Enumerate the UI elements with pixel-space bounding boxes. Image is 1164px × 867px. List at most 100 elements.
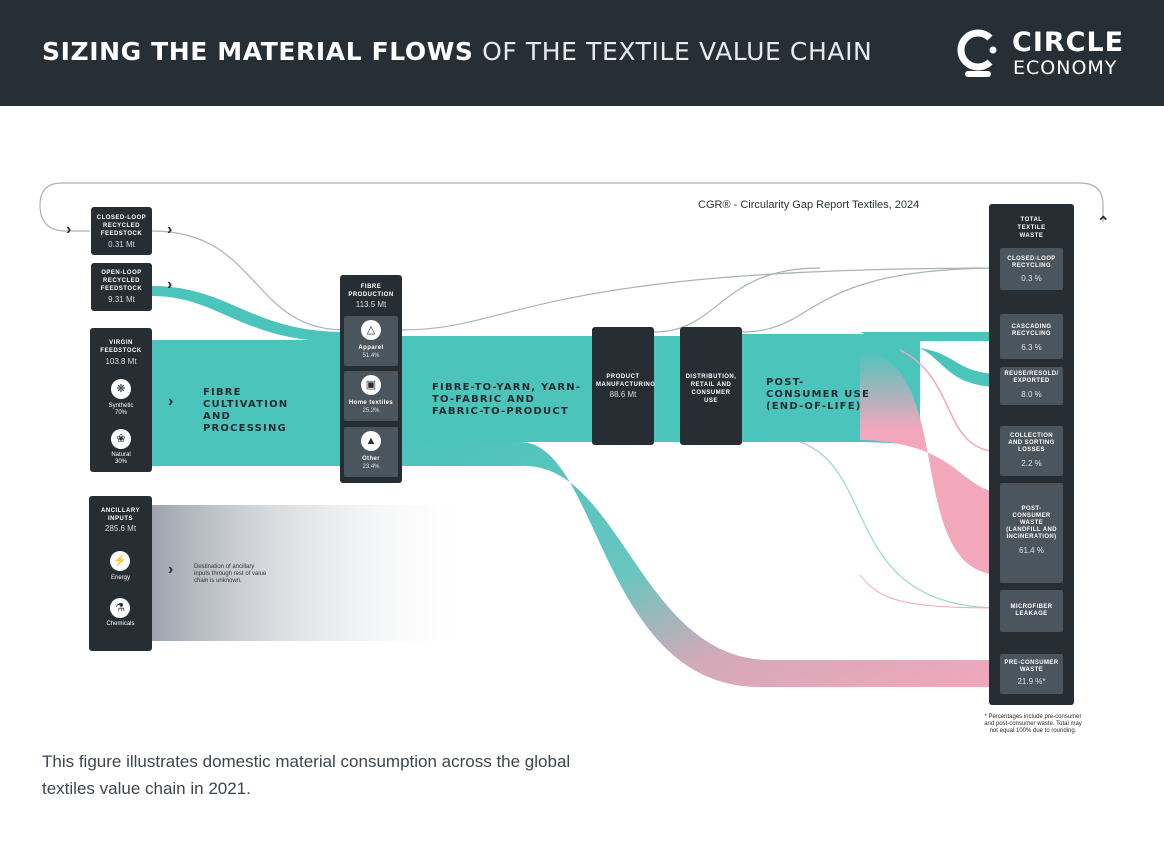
main-flow-3 — [654, 336, 680, 442]
natural-pct: 30% — [114, 459, 127, 465]
waste-pre-consumer-card: Pre-consumer waste 21.9 %* — [1000, 654, 1063, 694]
product-manufacturing-label: Product manufacturing — [596, 374, 656, 388]
energy-icon: ⚡ — [110, 551, 130, 571]
apparel-card: △ Apparel 51.4% — [344, 316, 398, 366]
pre-consumer-flow — [400, 442, 1002, 687]
waste-pre-consumer-label: Pre-consumer waste — [1004, 660, 1059, 673]
stage-post-consumer: Post-consumer use (end-of-life) — [766, 377, 871, 412]
waste-cascading-label: Cascading recycling — [1011, 324, 1052, 337]
waste-closed-loop-pct: 0.3 % — [1021, 274, 1042, 283]
stage-fibre-to-product: Fibre-to-yarn, yarn-to-fabric and fabric… — [432, 382, 582, 417]
main-flow — [152, 340, 345, 466]
synthetic-icon: ❋ — [111, 379, 131, 399]
open-loop-feedstock-value: 9.31 Mt — [108, 295, 135, 304]
ancillary-inputs-value: 285.6 Mt — [104, 524, 137, 533]
fibre-production-label: Fibre production — [348, 284, 394, 298]
recycling-return-3 — [741, 267, 1003, 333]
virgin-feedstock-value: 103.8 Mt — [105, 357, 137, 366]
virgin-feedstock-box: Virgin feedstock 103.8 Mt ❋ Synthetic 70… — [90, 328, 152, 472]
ancillary-flow — [152, 505, 480, 641]
waste-pre-consumer-pct: 21.9 %* — [1017, 677, 1046, 686]
closed-loop-feedstock-box: Closed-loop recycled feedstock 0.31 Mt — [91, 207, 152, 255]
total-textile-waste-label: Total textile waste — [1017, 217, 1046, 239]
distribution-box: Distribution, retail and consumer use — [680, 327, 742, 445]
waste-reuse-label: Reuse/resold/ exported — [1004, 371, 1059, 384]
source-label: CGR® - Circularity Gap Report Textiles, … — [698, 199, 920, 211]
ancillary-arrow-icon: › — [168, 561, 174, 578]
waste-reuse-card: Reuse/resold/ exported 8.0 % — [1000, 367, 1063, 405]
other-card: ▲ Other 23.4% — [344, 427, 398, 477]
ancillary-note: Destination of ancillary inputs through … — [194, 564, 267, 584]
waste-microfiber-label: Microfiber leakage — [1010, 604, 1053, 617]
distribution-label: Distribution, retail and consumer use — [685, 374, 737, 404]
closed-loop-return-line — [39, 182, 1104, 232]
waste-post-consumer-label: Post-consumer waste (landfill and incine… — [1006, 506, 1057, 540]
title-light: OF THE TEXTILE VALUE CHAIN — [473, 37, 873, 66]
open-loop-out-arrow-icon: › — [167, 276, 173, 293]
reuse-flow — [880, 340, 1002, 387]
natural-label: Natural — [111, 452, 131, 458]
header-bar: SIZING THE MATERIAL FLOWS OF THE TEXTILE… — [0, 0, 1164, 106]
waste-collection-pct: 2.2 % — [1021, 459, 1042, 468]
waste-post-consumer-card: Post-consumer waste (landfill and incine… — [1000, 483, 1063, 583]
stage1-arrow-icon: › — [168, 393, 174, 410]
closed-loop-in-arrow-icon: › — [66, 221, 72, 238]
page-title: SIZING THE MATERIAL FLOWS OF THE TEXTILE… — [42, 37, 872, 66]
fibre-production-box: Fibre production 113.5 Mt △ Apparel 51.4… — [340, 275, 402, 483]
synthetic-pct: 70% — [114, 410, 127, 416]
waste-microfiber-card: Microfiber leakage — [1000, 590, 1063, 632]
open-loop-feedstock-label: Open-loop recycled feedstock — [100, 270, 143, 292]
home-textiles-label: Home textiles — [348, 400, 394, 406]
fibre-production-value: 113.5 Mt — [355, 300, 387, 309]
waste-cascading-pct: 6.3 % — [1021, 343, 1042, 352]
microfiber-line-pink — [859, 574, 1003, 609]
product-manufacturing-box: Product manufacturing 88.6 Mt — [592, 327, 656, 445]
natural-icon: ❀ — [111, 429, 131, 449]
main-flow-2 — [400, 336, 592, 442]
cascading-flow — [860, 332, 1002, 341]
apparel-label: Apparel — [358, 345, 384, 351]
ancillary-inputs-box: Ancillary inputs 285.6 Mt ⚡ Energy ⚗ Che… — [89, 496, 152, 651]
microfiber-line — [799, 441, 1003, 609]
energy-label: Energy — [110, 575, 130, 581]
other-label: Other — [361, 456, 380, 462]
recycling-return-1 — [399, 267, 1003, 331]
apparel-pct: 51.4% — [362, 353, 380, 359]
closed-loop-line — [151, 230, 346, 331]
closed-loop-out-arrow-icon: › — [167, 221, 173, 238]
waste-closed-loop-card: Closed-loop recycling 0.3 % — [1000, 248, 1063, 290]
logo-mark-icon — [957, 29, 997, 77]
home-textiles-card: ▣ Home textiles 25.2% — [344, 371, 398, 421]
waste-cascading-card: Cascading recycling 6.3 % — [1000, 314, 1063, 359]
logo-text-economy: ECONOMY — [1013, 57, 1118, 79]
waste-collection-card: Collection and sorting losses 2.2 % — [1000, 426, 1063, 476]
other-icon: ▲ — [361, 431, 381, 451]
total-textile-waste-box: Total textile waste Closed-loop recyclin… — [989, 204, 1074, 705]
open-loop-flow — [152, 286, 345, 342]
apparel-icon: △ — [361, 320, 381, 340]
loop-arrow-up-icon: ⌃ — [1097, 214, 1110, 231]
open-loop-feedstock-box: Open-loop recycled feedstock 9.31 Mt — [91, 263, 152, 311]
other-pct: 23.4% — [362, 464, 380, 470]
waste-closed-loop-label: Closed-loop recycling — [1007, 256, 1056, 269]
figure-caption: This figure illustrates domestic materia… — [42, 752, 571, 798]
ancillary-inputs-label: Ancillary inputs — [101, 508, 140, 522]
virgin-feedstock-label: Virgin feedstock — [100, 340, 142, 354]
closed-loop-feedstock-label: Closed-loop recycled feedstock — [96, 215, 147, 237]
recycling-return-2 — [653, 267, 821, 333]
post-consumer-waste-flow — [860, 350, 1002, 575]
synthetic-label: Synthetic — [108, 403, 134, 409]
title-bold: SIZING THE MATERIAL FLOWS — [42, 37, 474, 66]
waste-footnote: * Percentages include pre-consumer and p… — [984, 714, 1082, 734]
waste-collection-label: Collection and sorting losses — [1008, 433, 1055, 453]
chemicals-icon: ⚗ — [110, 598, 130, 618]
home-textiles-pct: 25.2% — [362, 408, 380, 414]
waste-post-consumer-pct: 61.4 % — [1019, 546, 1044, 555]
closed-loop-feedstock-value: 0.31 Mt — [108, 240, 135, 249]
waste-reuse-pct: 8.0 % — [1021, 390, 1042, 399]
stage-fibre-cultivation: Fibre cultivation and processing — [203, 387, 289, 434]
product-manufacturing-value: 88.6 Mt — [609, 390, 637, 399]
logo-text-circle: CIRCLE — [1012, 27, 1125, 58]
circle-economy-logo: CIRCLE ECONOMY — [956, 26, 1146, 82]
